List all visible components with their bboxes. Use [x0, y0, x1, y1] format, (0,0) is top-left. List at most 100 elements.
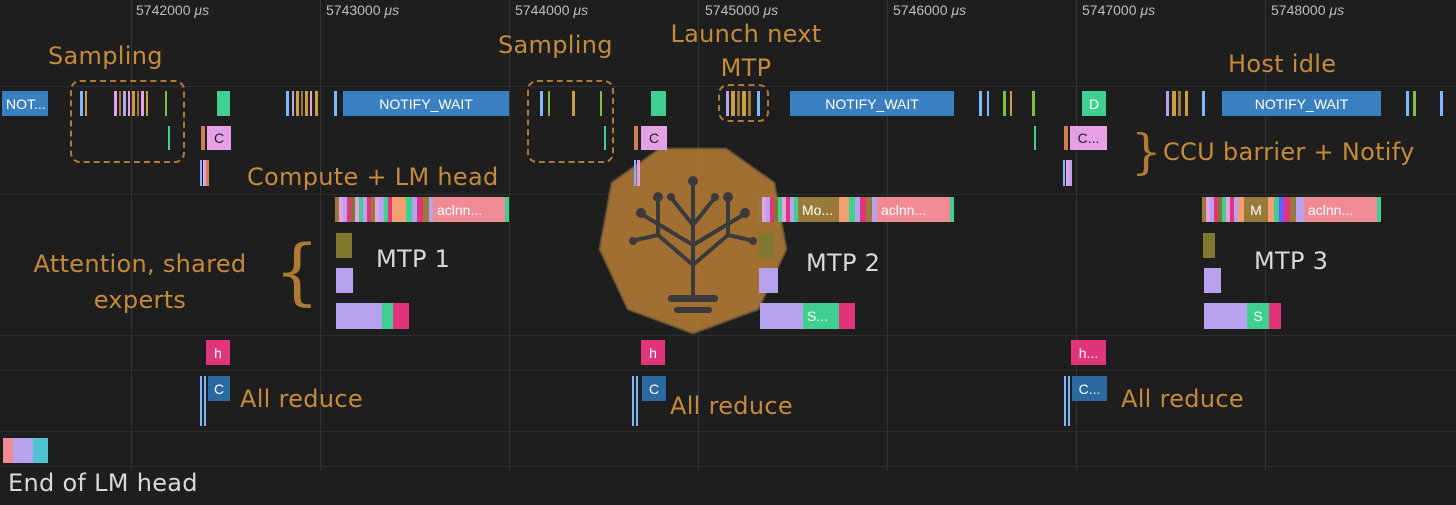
trace-slice[interactable] [632, 376, 634, 426]
trace-slice[interactable] [604, 126, 606, 150]
trace-slice[interactable] [165, 91, 167, 116]
trace-slice[interactable] [343, 197, 347, 222]
trace-slice[interactable]: M [1244, 197, 1268, 222]
trace-slice[interactable] [987, 91, 989, 116]
trace-slice[interactable] [1034, 126, 1036, 150]
trace-slice[interactable] [1406, 91, 1409, 116]
trace-slice[interactable] [1166, 91, 1169, 116]
trace-slice[interactable] [363, 197, 367, 222]
trace-slice[interactable] [1066, 160, 1069, 186]
trace-slice[interactable] [778, 197, 782, 222]
trace-slice[interactable] [412, 197, 417, 222]
trace-slice[interactable] [301, 91, 303, 116]
trace-slice[interactable]: Mo... [798, 197, 839, 222]
trace-slice[interactable] [423, 197, 429, 222]
trace-slice[interactable] [762, 197, 766, 222]
trace-slice[interactable] [123, 91, 126, 116]
trace-slice[interactable] [1206, 197, 1210, 222]
trace-slice[interactable]: C [208, 376, 230, 401]
trace-slice[interactable] [1268, 197, 1274, 222]
trace-slice[interactable] [731, 91, 735, 116]
trace-slice[interactable] [286, 91, 289, 116]
trace-slice[interactable] [336, 268, 353, 293]
trace-slice[interactable] [1238, 197, 1244, 222]
trace-slice[interactable] [1064, 126, 1068, 150]
trace-slice[interactable]: NOT... [2, 91, 48, 116]
trace-slice[interactable]: S... [803, 303, 839, 329]
trace-slice[interactable] [790, 197, 794, 222]
trace-slice[interactable] [146, 91, 148, 116]
trace-slice[interactable] [1203, 233, 1215, 258]
trace-slice[interactable] [770, 197, 774, 222]
trace-slice[interactable] [839, 197, 849, 222]
trace-slice[interactable] [759, 268, 778, 293]
trace-slice[interactable] [379, 197, 384, 222]
trace-slice[interactable] [855, 197, 860, 222]
trace-slice[interactable] [3, 438, 13, 463]
trace-slice[interactable]: NOTIFY_WAIT [1222, 91, 1381, 116]
trace-slice[interactable] [1290, 197, 1296, 222]
trace-slice[interactable] [1269, 303, 1281, 329]
trace-slice[interactable] [315, 91, 318, 116]
trace-slice[interactable] [200, 376, 202, 426]
trace-slice[interactable] [872, 197, 877, 222]
trace-slice[interactable]: aclnn... [433, 197, 505, 222]
trace-slice[interactable] [203, 160, 206, 186]
trace-slice[interactable] [866, 197, 872, 222]
trace-slice[interactable] [1202, 91, 1205, 116]
trace-slice[interactable] [336, 303, 382, 329]
trace-slice[interactable] [305, 91, 308, 116]
trace-slice[interactable]: C [642, 376, 666, 401]
trace-slice[interactable] [839, 303, 855, 329]
trace-slice[interactable] [1069, 160, 1072, 186]
trace-slice[interactable] [393, 303, 409, 329]
trace-slice[interactable] [637, 160, 640, 186]
trace-slice[interactable] [417, 197, 423, 222]
trace-slice[interactable] [849, 197, 855, 222]
trace-slice[interactable]: NOTIFY_WAIT [343, 91, 509, 116]
trace-slice[interactable] [1204, 303, 1247, 329]
trace-slice[interactable] [760, 303, 803, 329]
trace-slice[interactable] [651, 91, 666, 116]
trace-slice[interactable] [1296, 197, 1304, 222]
trace-slice[interactable] [359, 197, 363, 222]
trace-slice[interactable] [375, 197, 379, 222]
trace-slice[interactable] [384, 197, 388, 222]
trace-slice[interactable] [979, 91, 982, 116]
trace-slice[interactable] [1214, 197, 1218, 222]
trace-slice[interactable] [392, 197, 406, 222]
trace-slice[interactable] [950, 197, 954, 222]
trace-slice[interactable] [1274, 197, 1279, 222]
trace-slice[interactable] [429, 197, 433, 222]
trace-slice[interactable] [335, 197, 339, 222]
trace-slice[interactable]: h [641, 340, 665, 365]
trace-slice[interactable] [80, 91, 83, 116]
trace-slice[interactable] [548, 91, 550, 116]
trace-slice[interactable] [1284, 197, 1290, 222]
trace-slice[interactable] [860, 197, 866, 222]
trace-slice[interactable] [355, 197, 359, 222]
trace-slice[interactable] [201, 126, 205, 150]
trace-slice[interactable] [758, 197, 762, 222]
trace-slice[interactable] [774, 197, 778, 222]
trace-slice[interactable] [132, 91, 135, 116]
trace-slice[interactable] [388, 197, 392, 222]
trace-slice[interactable] [726, 91, 729, 116]
trace-slice[interactable]: aclnn... [1304, 197, 1377, 222]
trace-slice[interactable] [1210, 197, 1214, 222]
trace-slice[interactable] [742, 91, 746, 116]
trace-slice[interactable]: h [206, 340, 230, 365]
trace-slice[interactable] [217, 91, 230, 116]
trace-slice[interactable]: S [1247, 303, 1269, 329]
trace-slice[interactable] [168, 126, 170, 150]
trace-slice[interactable] [1178, 91, 1181, 116]
trace-slice[interactable] [1204, 268, 1221, 293]
trace-slice[interactable] [505, 197, 509, 222]
trace-slice[interactable] [367, 197, 371, 222]
trace-slice[interactable] [128, 91, 130, 116]
trace-slice[interactable] [292, 91, 294, 116]
trace-slice[interactable] [1413, 91, 1416, 116]
trace-slice[interactable] [141, 91, 144, 116]
trace-slice[interactable]: D [1082, 91, 1106, 116]
trace-slice[interactable] [336, 233, 352, 258]
